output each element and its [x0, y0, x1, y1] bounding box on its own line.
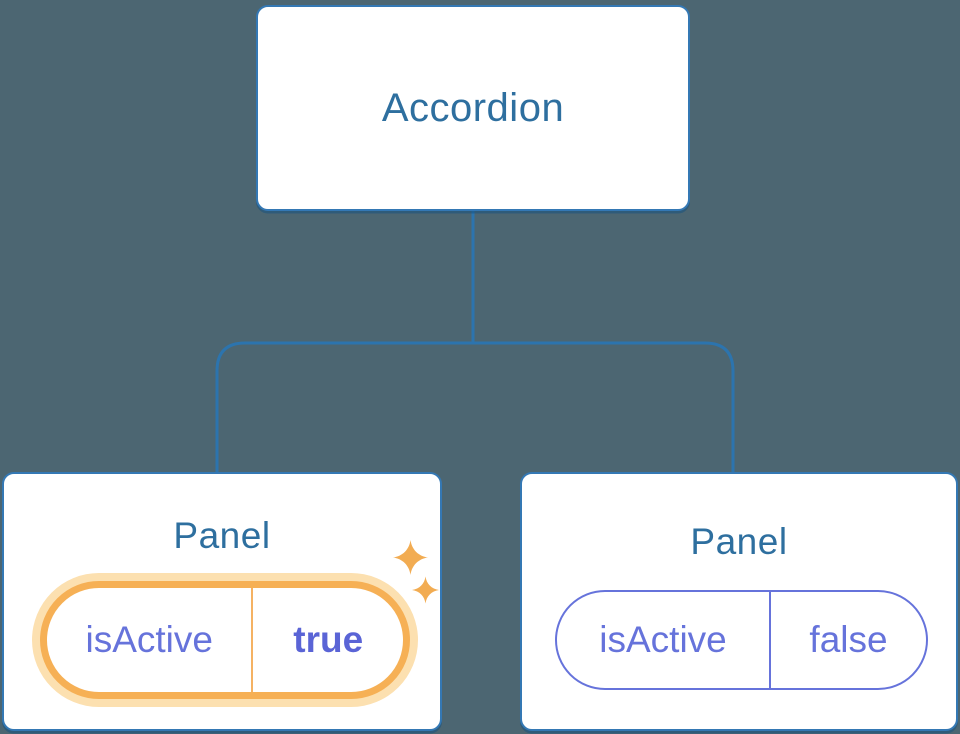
state-prop-value: true — [293, 619, 364, 660]
sparkle-icon-small — [412, 576, 439, 604]
connector-branch — [215, 341, 735, 473]
state-prop-value: false — [809, 619, 888, 660]
state-pill-inactive: isActive false — [555, 590, 928, 690]
state-prop-name: isActive — [47, 588, 254, 692]
panel-node-active: Panel isActive true — [2, 472, 442, 731]
panel-title: Panel — [690, 521, 788, 562]
accordion-node: Accordion — [256, 5, 690, 211]
panel-node-inactive: Panel isActive false — [520, 472, 958, 731]
state-pill-active: isActive true — [40, 581, 410, 699]
state-prop-name: isActive — [557, 592, 772, 688]
accordion-label: Accordion — [381, 85, 565, 130]
panel-title: Panel — [173, 515, 271, 556]
state-pill-highlight-halo: isActive true — [32, 573, 418, 707]
